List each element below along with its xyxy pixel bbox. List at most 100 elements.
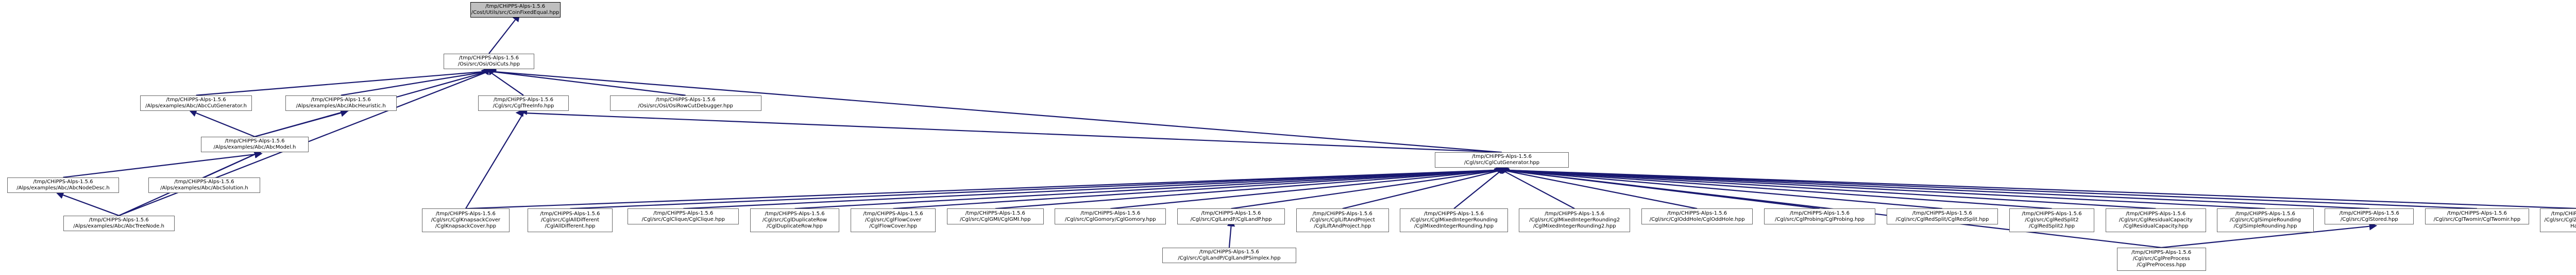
edge-n7-n25: [1494, 166, 1942, 209]
edge-n7-n16: [995, 166, 1510, 209]
node-cgllandpsimplex[interactable]: /tmp/CHiPPS-Alps-1.5.6/Cgl/src/CglLandP/…: [1162, 247, 1296, 264]
edge-n4-n11: [465, 106, 528, 209]
node-label-line3: /CglLiftAndProject.hpp: [1314, 223, 1371, 229]
node-cgloddhole[interactable]: /tmp/CHiPPS-Alps-1.5.6/Cgl/src/CglOddHol…: [1641, 208, 1753, 224]
node-label-line1: /tmp/CHiPPS-Alps-1.5.6: [1545, 211, 1605, 217]
node-label-line3: /CglKnapsackCover.hpp: [435, 223, 496, 229]
node-label-line1: /tmp/CHiPPS-Alps-1.5.6: [1423, 211, 1484, 217]
node-abcheuristic[interactable]: /tmp/CHiPPS-Alps-1.5.6/Alps/examples/Abc…: [285, 95, 397, 111]
node-cglmixedintegerrounding2[interactable]: /tmp/CHiPPS-Alps-1.5.6/Cgl/src/CglMixedI…: [1519, 208, 1631, 232]
node-label-line1: /tmp/CHiPPS-Alps-1.5.6: [459, 55, 519, 61]
node-label-line3: /CglSimpleRounding.hpp: [2233, 223, 2297, 229]
node-osirowcutdebugger[interactable]: /tmp/CHiPPS-Alps-1.5.6/Osi/src/Osi/OsiRo…: [609, 95, 761, 111]
node-label-line1: /tmp/CHiPPS-Alps-1.5.6: [1199, 249, 1259, 255]
node-label-line2: /Cgl/src/CglMixedIntegerRounding2: [1529, 217, 1620, 223]
node-cglpreprocess[interactable]: /tmp/CHiPPS-Alps-1.5.6/Cgl/src/CglPrePro…: [2116, 247, 2206, 271]
node-cglredsplit[interactable]: /tmp/CHiPPS-Alps-1.5.6/Cgl/src/CglRedSpl…: [1886, 208, 1998, 224]
node-label-line1: /tmp/CHiPPS-Alps-1.5.6: [435, 211, 496, 217]
node-cglresidualcapacity[interactable]: /tmp/CHiPPS-Alps-1.5.6/Cgl/src/CglResidu…: [2106, 208, 2206, 232]
node-label-line1: /tmp/CHiPPS-Alps-1.5.6: [33, 179, 93, 185]
node-label-line3: /CglAllDifferent.hpp: [545, 223, 596, 229]
node-label-line3: /CglFlowCover.hpp: [869, 223, 917, 229]
node-label-line3: /CglRedSplit2.hpp: [2028, 223, 2075, 229]
node-label-line2: /Cgl/src/CglClique/CglClique.hpp: [641, 216, 725, 222]
node-cglclique[interactable]: /tmp/CHiPPS-Alps-1.5.6/Cgl/src/CglClique…: [628, 208, 739, 224]
edge-n7-n21: [1453, 165, 1508, 209]
edge-n7-n23: [1494, 166, 1698, 209]
dependency-edges: [56, 13, 2576, 248]
node-abccutgenerator[interactable]: /tmp/CHiPPS-Alps-1.5.6/Alps/examples/Abc…: [140, 95, 252, 111]
node-label-line2: /Cgl/src/CglTwomir/CglTwomir.hpp: [2433, 216, 2521, 222]
node-label-line3: /CglMixedIntegerRounding.hpp: [1414, 223, 1494, 229]
node-label-line1: /tmp/CHiPPS-Alps-1.5.6: [2447, 210, 2507, 216]
edge-n6-n8: [63, 150, 263, 178]
node-label-line2: /Cgl/src/CglOddHole/CglOddHole.hpp: [1649, 216, 1745, 222]
node-label-line3: /CglMixedIntegerRounding2.hpp: [1533, 223, 1616, 229]
node-label-line1: /tmp/CHiPPS-Alps-1.5.6: [1667, 210, 1727, 216]
node-label-line3: Half.hpp: [2570, 223, 2576, 229]
node-cglmixedintegerrounding[interactable]: /tmp/CHiPPS-Alps-1.5.6/Cgl/src/CglMixedI…: [1400, 208, 1508, 232]
node-label-line1: /tmp/CHiPPS-Alps-1.5.6: [765, 211, 825, 217]
node-label-line2: /Cgl/src/CglGMI/CglGMI.hpp: [960, 216, 1031, 222]
node-label-line1: /tmp/CHiPPS-Alps-1.5.6: [2339, 210, 2399, 216]
node-label-line2: /Cgl/src/CglKnapsackCover: [431, 217, 500, 223]
edge-n7-n30: [1494, 166, 2477, 209]
node-label-line1: /tmp/CHiPPS-Alps-1.5.6: [225, 138, 285, 144]
node-cglallDifferent[interactable]: /tmp/CHiPPS-Alps-1.5.6/Cgl/src/CglAllDif…: [527, 208, 613, 232]
node-label-line1: /tmp/CHiPPS-Alps-1.5.6: [655, 96, 716, 103]
node-cglstored[interactable]: /tmp/CHiPPS-Alps-1.5.6/Cgl/src/CglStored…: [2325, 208, 2414, 224]
node-label-line2: /Osi/src/Osi/OsiRowCutDebugger.hpp: [638, 103, 733, 109]
node-cglprobing[interactable]: /tmp/CHiPPS-Alps-1.5.6/Cgl/src/CglProbin…: [1764, 208, 1876, 224]
node-abcsolution[interactable]: /tmp/CHiPPS-Alps-1.5.6/Alps/examples/Abc…: [148, 177, 260, 193]
node-label-line1: /tmp/CHiPPS-Alps-1.5.6: [1080, 210, 1141, 216]
node-label-line3: /CglResidualCapacity.hpp: [2123, 223, 2189, 229]
node-cglgomory[interactable]: /tmp/CHiPPS-Alps-1.5.6/Cgl/src/CglGomory…: [1055, 208, 1166, 224]
node-label-line1: /tmp/CHiPPS-Alps-1.5.6: [2126, 211, 2186, 217]
node-cglduplicaterow[interactable]: /tmp/CHiPPS-Alps-1.5.6/Cgl/src/CglDuplic…: [750, 208, 840, 232]
node-label-line1: /tmp/CHiPPS-Alps-1.5.6: [965, 210, 1025, 216]
edge-n3-n6: [255, 109, 349, 137]
node-label-line2: /Alps/examples/Abc/AbcCutGenerator.h: [145, 103, 247, 109]
node-label-line1: /tmp/CHiPPS-Alps-1.5.6: [493, 96, 554, 103]
node-abcmodel[interactable]: /tmp/CHiPPS-Alps-1.5.6/Alps/examples/Abc…: [200, 136, 309, 153]
node-cglknapsackcover[interactable]: /tmp/CHiPPS-Alps-1.5.6/Cgl/src/CglKnapsa…: [421, 208, 510, 232]
node-label-line1: /tmp/CHiPPS-Alps-1.5.6: [174, 179, 234, 185]
node-cglgmi[interactable]: /tmp/CHiPPS-Alps-1.5.6/Cgl/src/CglGMI/Cg…: [947, 208, 1044, 224]
node-cglsimplerounding[interactable]: /tmp/CHiPPS-Alps-1.5.6/Cgl/src/CglSimple…: [2217, 208, 2314, 232]
edge-n7-n22: [1495, 166, 1575, 209]
node-label-line2: /Alps/examples/Abc/AbcTreeNode.h: [73, 223, 165, 229]
node-label-line2: /Cost/Utils/src/CoinFixedEqual.hpp: [471, 10, 560, 16]
node-label-line2: /Cgl/src/CglRedSplit/CglRedSplit.hpp: [1895, 216, 1989, 222]
node-cglcutgenerator[interactable]: /tmp/CHiPPS-Alps-1.5.6/Cgl/src/CglCutGen…: [1435, 152, 1569, 168]
node-label-line2: /Cgl/src/CglLiftAndProject: [1310, 217, 1375, 223]
node-label-line1: /tmp/CHiPPS-Alps-1.5.6: [166, 96, 226, 103]
node-cglzerohalf[interactable]: /tmp/CHiPPS-Alps-1.5.6/Cgl/src/CglZeroHa…: [2540, 208, 2576, 232]
node-label-line2: /Cgl/src/CglResidualCapacity: [2119, 217, 2193, 223]
node-abcnodedesc[interactable]: /tmp/CHiPPS-Alps-1.5.6/Alps/examples/Abc…: [7, 177, 119, 193]
edge-n7-n12: [570, 166, 1510, 209]
node-label-line1: /tmp/CHiPPS-Alps-1.5.6: [863, 211, 923, 217]
node-cglflowcover[interactable]: /tmp/CHiPPS-Alps-1.5.6/Cgl/src/CglFlowCo…: [850, 208, 936, 232]
node-cgltwomir[interactable]: /tmp/CHiPPS-Alps-1.5.6/Cgl/src/CglTwomir…: [2425, 208, 2529, 224]
node-label-line2: /Cgl/src/CglPreProcess: [2132, 256, 2190, 262]
edge-n1-n7: [481, 67, 1502, 153]
node-cglredsplit2[interactable]: /tmp/CHiPPS-Alps-1.5.6/Cgl/src/CglRedSpl…: [2009, 208, 2095, 232]
edge-n29-n32: [2161, 222, 2378, 248]
node-label-line1: /tmp/CHiPPS-Alps-1.5.6: [2551, 211, 2576, 217]
node-abctreenode[interactable]: /tmp/CHiPPS-Alps-1.5.6/Alps/examples/Abc…: [63, 215, 175, 232]
node-label-line2: /Cgl/src/CglDuplicateRow: [762, 217, 827, 223]
edge-n7-n26: [1494, 166, 2052, 209]
node-label-line2: /Cgl/src/CglStored.hpp: [2340, 216, 2398, 222]
node-label-line2: /Cgl/src/CglLandP/CglLandP.hpp: [1190, 216, 1272, 222]
node-label-line1: /tmp/CHiPPS-Alps-1.5.6: [1312, 211, 1372, 217]
node-cglliftandproject[interactable]: /tmp/CHiPPS-Alps-1.5.6/Cgl/src/CglLiftAn…: [1296, 208, 1389, 232]
node-label-line1: /tmp/CHiPPS-Alps-1.5.6: [1471, 154, 1532, 160]
node-cgltreeinfo[interactable]: /tmp/CHiPPS-Alps-1.5.6/Cgl/src/CglTreeIn…: [478, 95, 569, 111]
node-osicuts[interactable]: /tmp/CHiPPS-Alps-1.5.6/Osi/src/Osi/OsiCu…: [444, 53, 534, 70]
node-label-line2: /Cgl/src/CglMixedIntegerRounding: [1410, 217, 1498, 223]
edge-n1-n5: [481, 67, 686, 96]
node-label-line2: /Cgl/src/CglCutGenerator.hpp: [1464, 160, 1540, 166]
node-cgllandp[interactable]: /tmp/CHiPPS-Alps-1.5.6/Cgl/src/CglLandP/…: [1177, 208, 1285, 224]
edge-n7-n13: [683, 166, 1510, 209]
node-label-line1: /tmp/CHiPPS-Alps-1.5.6: [2022, 211, 2082, 217]
